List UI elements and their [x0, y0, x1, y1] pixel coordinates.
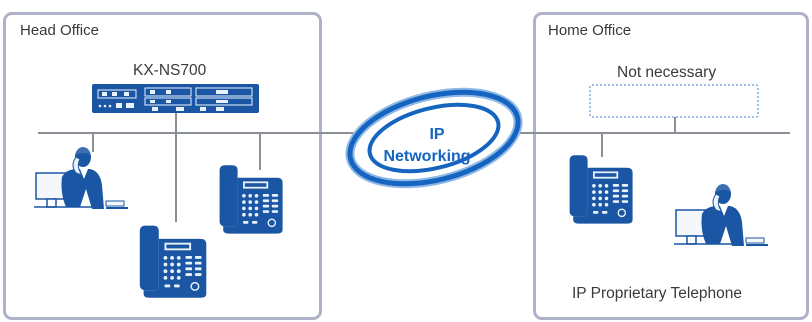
not-necessary-placeholder-box: [589, 84, 759, 118]
ip-networking-label-line1: IP: [429, 126, 444, 143]
head-office-title: Head Office: [20, 22, 99, 39]
kx-ns700-label: KX-NS700: [133, 62, 207, 79]
person-at-desk-icon: [673, 182, 769, 247]
home-office-title: Home Office: [548, 22, 632, 39]
desk-phone-icon: [139, 224, 208, 299]
person-at-desk-icon: [33, 145, 129, 210]
ip-proprietary-telephone-label: IP Proprietary Telephone: [572, 285, 743, 302]
ip-networking-ring-icon: [345, 87, 523, 189]
ip-networking-label-line2: Networking: [383, 148, 470, 165]
desk-phone-icon: [218, 164, 284, 235]
ip-proprietary-telephone-icon: [568, 154, 634, 225]
not-necessary-label: Not necessary: [617, 64, 717, 81]
kx-ns700-unit: [92, 84, 259, 113]
